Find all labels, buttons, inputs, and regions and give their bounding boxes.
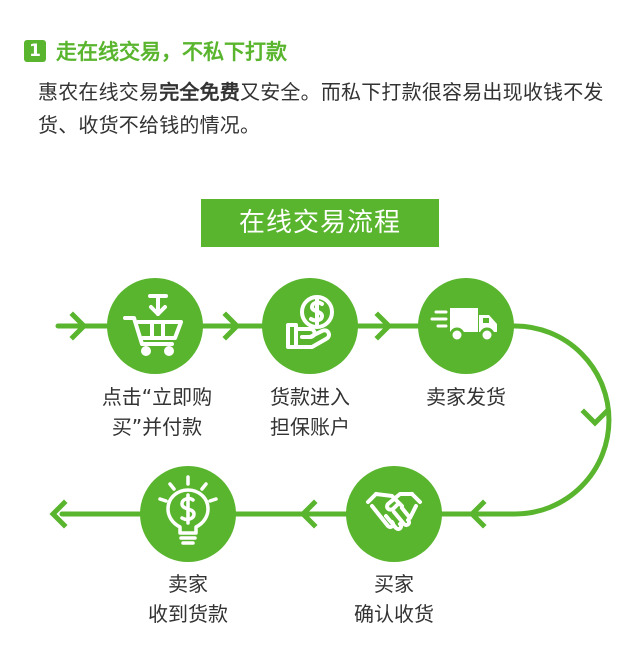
arrow-left-2	[299, 499, 318, 529]
step-node-receive	[140, 466, 236, 562]
section-title: 走在线交易，不私下打款	[56, 40, 287, 64]
arrow-left-3	[49, 499, 68, 529]
arrow-right-2	[222, 311, 241, 341]
section-description: 惠农在线交易完全免费又安全。而私下打款很容易出现收钱不发货、收货不给钱的情况。	[38, 76, 630, 142]
arrow-right-1	[69, 311, 88, 341]
step-node-ship	[418, 278, 514, 374]
step-label-ship: 卖家发货	[426, 385, 506, 409]
step-label-buy: 点击“立即购 买”并付款	[101, 385, 213, 439]
lightbulb-dollar-icon	[158, 475, 218, 545]
handshake-icon	[366, 492, 422, 532]
step-node-confirm	[346, 466, 442, 562]
desc-bold-text: 完全免费	[159, 80, 241, 104]
arrow-left-1	[468, 499, 487, 529]
arrow-right-3	[374, 311, 393, 341]
step-node-escrow	[262, 278, 358, 374]
flow-arrows	[49, 311, 610, 529]
step-node-buy	[107, 278, 203, 374]
step-label-receive: 卖家 收到货款	[148, 572, 228, 626]
desc-text-start: 惠农在线交易	[38, 80, 160, 104]
desc-text-end: 又安全。而私下打款很容易出现收钱不发货、收货不给钱的情况。	[38, 80, 604, 137]
hand-coin-icon	[286, 295, 334, 349]
flow-title: 在线交易流程	[201, 199, 439, 247]
flow-path	[55, 323, 612, 517]
arrow-down	[580, 408, 610, 427]
step-number-badge: 1	[24, 40, 46, 62]
header-section: 1 走在线交易，不私下打款 惠农在线交易完全免费又安全。而私下打款很容易出现收钱…	[24, 36, 630, 142]
delivery-truck-icon	[430, 308, 497, 343]
step-label-escrow: 货款进入 担保账户	[270, 385, 350, 439]
step-label-confirm: 买家 确认收货	[354, 572, 434, 626]
shopping-cart-icon	[123, 294, 183, 356]
